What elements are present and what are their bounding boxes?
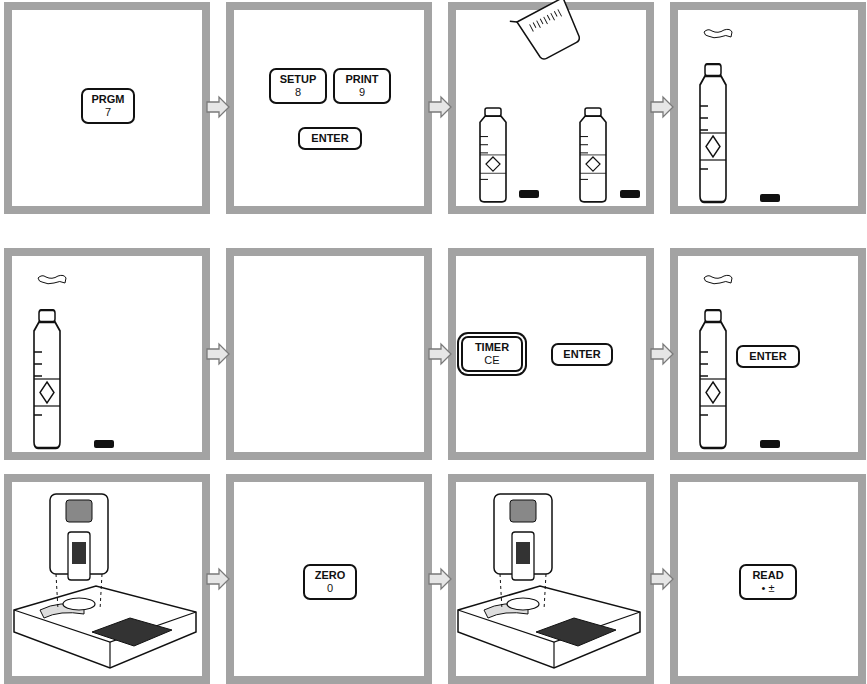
- key-label: 9: [342, 86, 382, 99]
- step-panels: [8, 6, 862, 680]
- key-label: PRGM: [90, 93, 126, 106]
- keypad-key: ENTER: [298, 127, 362, 150]
- key-label: SETUP: [278, 73, 318, 86]
- fill-bottles: [480, 0, 640, 202]
- key-label: ENTER: [307, 132, 353, 145]
- colorimeter: [458, 494, 640, 668]
- keypad-key: TIMERCE: [461, 336, 523, 372]
- key-label: READ: [748, 569, 788, 582]
- key-label: PRINT: [342, 73, 382, 86]
- key-label: TIMER: [470, 341, 514, 354]
- keypad-key: PRINT9: [333, 68, 391, 104]
- flow-arrows: [207, 97, 673, 589]
- keypad-key: ENTER: [551, 343, 613, 366]
- keypad-key: PRGM7: [81, 88, 135, 124]
- keypad-key: SETUP8: [269, 68, 327, 104]
- colorimeter: [14, 494, 196, 668]
- keypad-key: READ• ±: [739, 564, 797, 600]
- key-label: ENTER: [745, 350, 791, 363]
- keypad-key: ENTER: [736, 345, 800, 368]
- key-label: 0: [312, 582, 348, 595]
- key-label: ENTER: [560, 348, 604, 361]
- key-label: ZERO: [312, 569, 348, 582]
- reagent-bottle: [34, 275, 114, 448]
- key-label: CE: [470, 354, 514, 367]
- reagent-bottle: [700, 29, 780, 202]
- key-label: 7: [90, 106, 126, 119]
- key-label: 8: [278, 86, 318, 99]
- key-label: • ±: [748, 582, 788, 595]
- keypad-key: ZERO0: [303, 564, 357, 600]
